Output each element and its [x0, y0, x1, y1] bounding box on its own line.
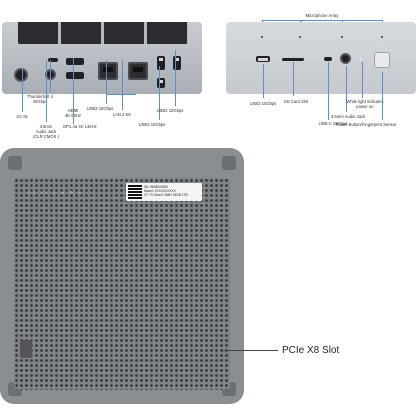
sd-card-slot[interactable] — [282, 58, 304, 61]
mic-dot-1 — [261, 36, 263, 38]
mic-dot-2 — [299, 36, 301, 38]
rear-vent — [18, 22, 188, 44]
front-usbc-port[interactable] — [324, 57, 332, 61]
serial-sticker: SN: 5608000000 Model: XXXXXXXXXX G7 7S U… — [126, 183, 202, 201]
bottom-case — [0, 148, 244, 404]
label-lan: LAN 2.5G — [112, 112, 132, 117]
front-audio-jack[interactable] — [340, 53, 351, 64]
displayport-port[interactable] — [66, 72, 84, 79]
sticker-line-2: Model: XXXXXXXXXX — [144, 189, 176, 193]
thunderbolt-port[interactable] — [48, 58, 58, 62]
hdmi-port[interactable] — [66, 58, 84, 65]
label-front-audio: 3.5mm Audio Jack — [330, 114, 366, 119]
usb3-port-1[interactable] — [157, 56, 165, 70]
label-thunderbolt: Thunderbolt 4 40Gbps — [27, 94, 53, 104]
rubber-foot — [8, 156, 22, 170]
rear-panel — [2, 22, 202, 94]
rubber-foot — [222, 156, 236, 170]
label-audio-rear: 3.5mm Audio Jack (CLR CMOS ) — [32, 124, 60, 139]
lan-port-1[interactable] — [98, 62, 118, 80]
label-usb3-rear: USB3 10Gbps — [86, 106, 114, 111]
pcie-slot-cover[interactable] — [20, 340, 32, 358]
lan-port-2[interactable] — [128, 62, 148, 80]
pcie-label: PCIe X8 Slot — [282, 345, 340, 356]
mic-dot-4 — [381, 36, 383, 38]
label-dp: DP1.4a 4K 144Hz — [63, 124, 97, 129]
front-usb3-port[interactable] — [256, 56, 270, 62]
certification-marks: CE FC X ⊕ ♻ ⚠ — [28, 190, 84, 195]
label-ac-in: AC IN — [16, 114, 28, 119]
front-panel — [226, 22, 416, 94]
label-sd-card: SD Card Slot — [283, 99, 309, 104]
label-front-usbc: USB-C 10Gbps — [318, 121, 348, 126]
label-hdmi: HDMI 4K 60Hz — [64, 108, 82, 118]
label-mic-array: Microphone Array — [305, 13, 339, 18]
usb2-port[interactable] — [157, 78, 165, 88]
label-power-button: Power Button/Fingerprint Sensor — [335, 122, 397, 127]
label-white-light: White light indicates power on — [346, 99, 384, 109]
usb3-port-2[interactable] — [173, 56, 181, 70]
power-led — [360, 58, 362, 60]
sticker-line-1: SN: 5608000000 — [144, 185, 168, 189]
mic-dot-3 — [341, 36, 343, 38]
label-usb2: USB2 10Gbps — [156, 108, 184, 113]
ac-in-port[interactable] — [14, 68, 28, 82]
power-button[interactable] — [374, 52, 390, 68]
label-front-usb3: USB3 10Gbps — [249, 101, 277, 106]
sticker-line-3: G7 7S Ultra 9 285H 32GB 1TB — [144, 193, 188, 197]
label-usb3-bottom: USB3 10Gbps — [138, 122, 166, 127]
qr-code-icon — [128, 185, 142, 199]
pcie-callout-line — [220, 350, 278, 351]
bottom-vent-grille — [14, 178, 230, 390]
